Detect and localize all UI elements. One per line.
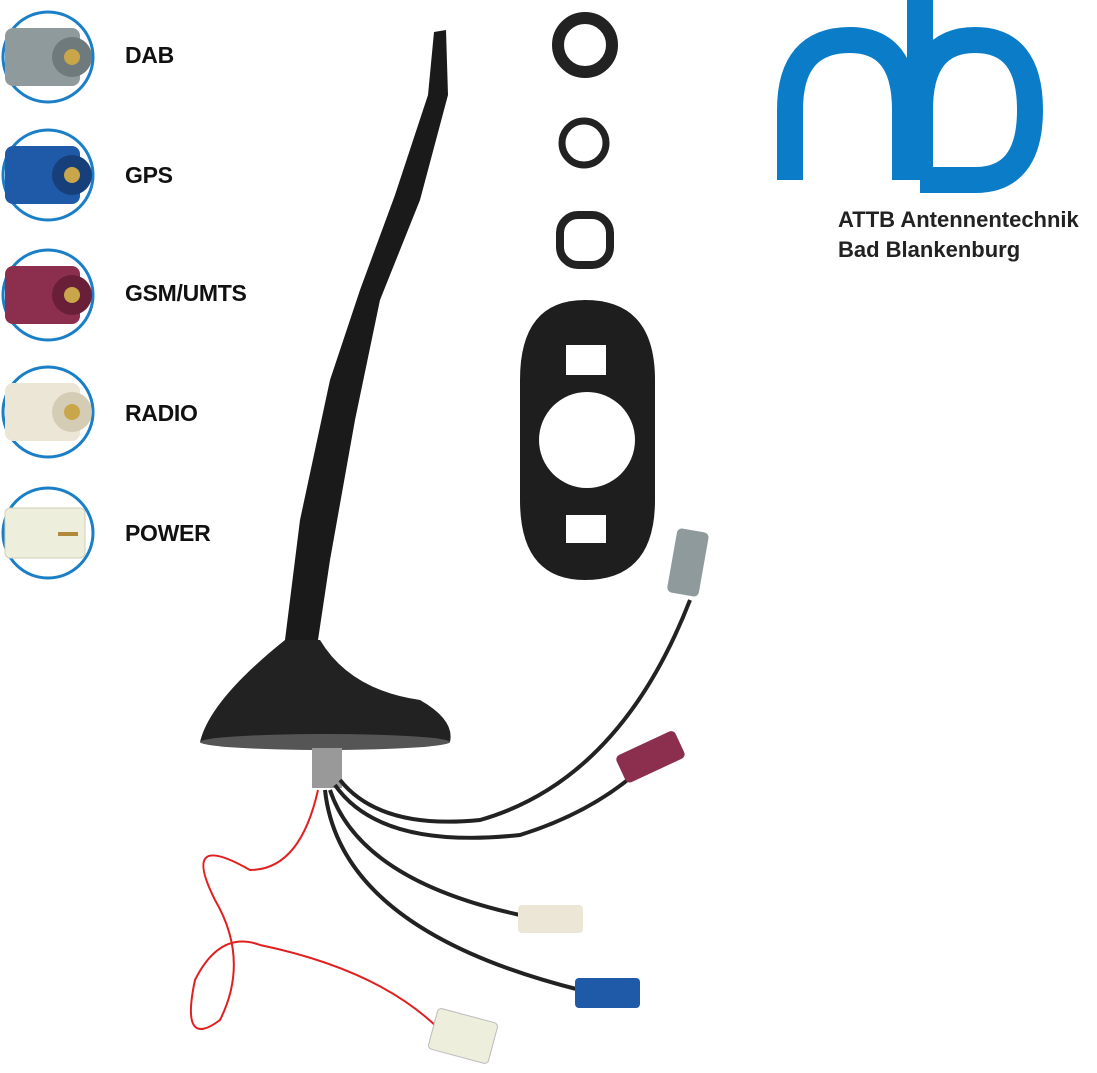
connector-swatch-gps xyxy=(1,128,95,222)
connector-label-dab: DAB xyxy=(125,42,174,68)
connector-label-power: POWER xyxy=(125,520,211,546)
connector-swatch-dab xyxy=(1,10,95,104)
connector-swatch-radio xyxy=(1,365,95,459)
connector-label-gsm-umts: GSM/UMTS xyxy=(125,280,247,306)
cables xyxy=(189,599,692,1031)
connector-label-gps: GPS xyxy=(125,162,173,188)
logo-line-2: Bad Blankenburg xyxy=(838,237,1021,262)
cable-connectors xyxy=(428,528,709,1064)
connector-swatch-power xyxy=(1,486,95,580)
connector-swatch-gsm-umts xyxy=(1,248,95,342)
antenna xyxy=(200,30,451,788)
logo-line-1: ATTB Antennentechnik xyxy=(838,207,1079,232)
connector-label-radio: RADIO xyxy=(125,400,198,426)
gasket-set xyxy=(520,12,655,580)
attb-logo-mark xyxy=(777,0,1044,193)
